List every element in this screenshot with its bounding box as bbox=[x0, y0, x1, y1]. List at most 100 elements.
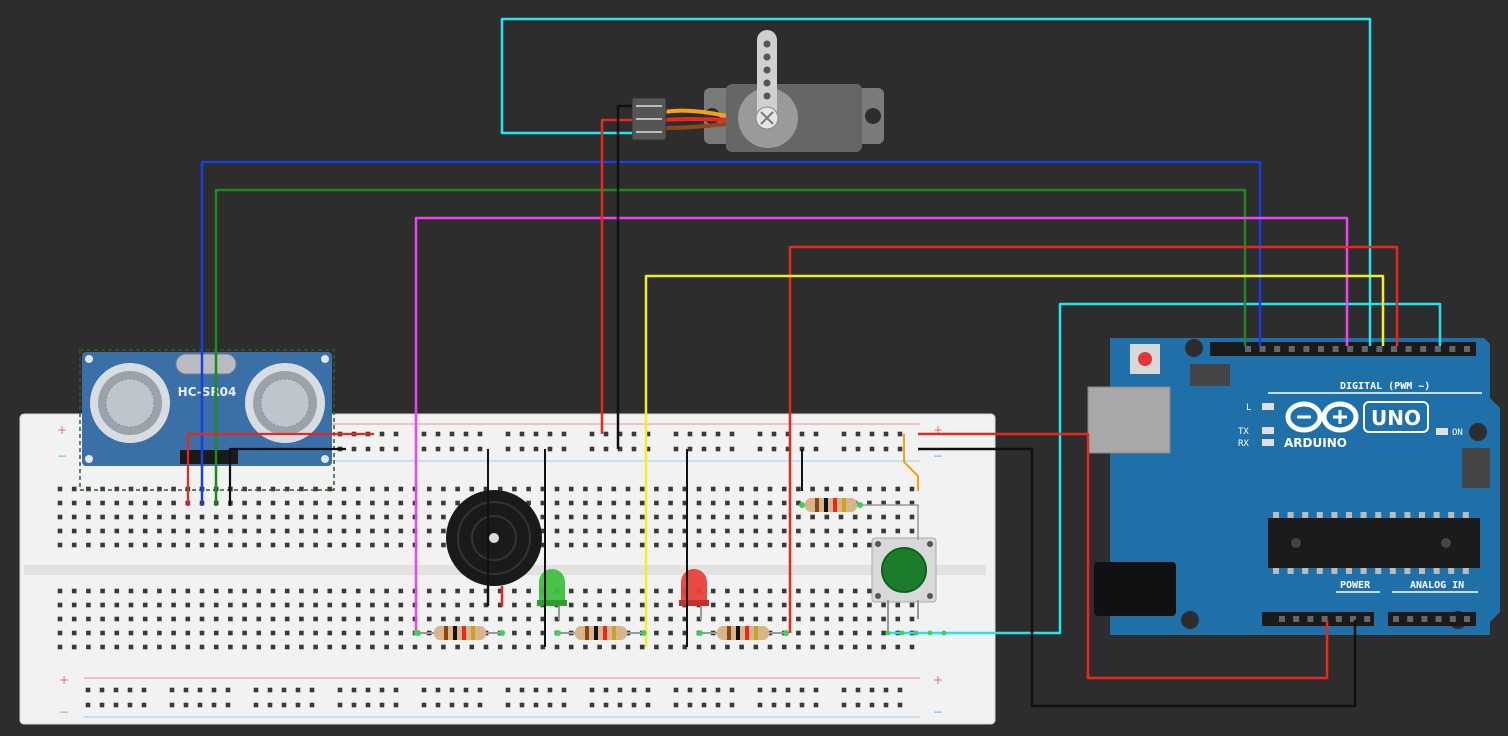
breadboard-hole bbox=[71, 514, 77, 520]
breadboard-hole bbox=[654, 644, 659, 650]
breadboard-hole bbox=[270, 486, 276, 492]
servo-motor[interactable] bbox=[631, 30, 884, 152]
rail-hole bbox=[505, 431, 511, 437]
rail-hole bbox=[435, 446, 441, 452]
breadboard-hole bbox=[639, 486, 645, 492]
rail-hole bbox=[673, 431, 679, 437]
breadboard-hole bbox=[696, 616, 702, 622]
breadboard-hole bbox=[810, 602, 815, 608]
breadboard-hole bbox=[256, 630, 262, 636]
breadboard-hole bbox=[625, 588, 631, 594]
breadboard-hole bbox=[86, 528, 91, 534]
plus-mark-bottom-left: + bbox=[59, 673, 69, 687]
breadboard-hole bbox=[157, 602, 162, 608]
breadboard-hole bbox=[355, 486, 361, 492]
breadboard-hole bbox=[682, 528, 688, 534]
breadboard-hole bbox=[256, 500, 262, 506]
breadboard-hole bbox=[597, 644, 602, 650]
analog-pin-socket bbox=[1435, 616, 1442, 622]
breadboard-hole bbox=[71, 616, 77, 622]
breadboard-hole bbox=[583, 500, 588, 506]
digital-label: DIGITAL (PWM ~) bbox=[1340, 381, 1430, 392]
wire-blue-sensor bbox=[200, 160, 1262, 506]
arduino-uno[interactable]: DIGITAL (PWM ~) POWER ANALOG IN UNO ARDU… bbox=[1087, 338, 1500, 635]
breadboard-hole bbox=[881, 528, 886, 534]
breadboard-hole bbox=[384, 602, 389, 608]
breadboard-hole bbox=[355, 514, 361, 520]
resistor-red-led-body bbox=[717, 626, 769, 640]
breadboard-hole bbox=[583, 644, 588, 650]
wire-red-servo bbox=[600, 118, 632, 434]
breadboard-hole bbox=[540, 500, 546, 506]
breadboard-hole bbox=[256, 514, 262, 520]
breadboard-hole bbox=[625, 602, 631, 608]
rail-hole bbox=[785, 702, 791, 708]
rail-hole bbox=[729, 446, 735, 452]
digital-pin-socket bbox=[1303, 346, 1310, 352]
rail-hole bbox=[729, 431, 735, 437]
rail-hole bbox=[127, 702, 133, 708]
breadboard-hole bbox=[171, 542, 176, 548]
breadboard-hole bbox=[142, 644, 148, 650]
reset-button-cap[interactable] bbox=[1138, 352, 1152, 366]
chip-pin bbox=[1360, 512, 1367, 518]
digital-pin-socket bbox=[1434, 346, 1441, 352]
pushbutton[interactable] bbox=[871, 537, 937, 603]
pushbutton-cap[interactable] bbox=[881, 547, 927, 593]
breadboard-hole bbox=[284, 602, 290, 608]
breadboard-hole bbox=[668, 486, 673, 492]
chip-pin bbox=[1287, 568, 1294, 574]
servo-horn[interactable] bbox=[757, 30, 777, 120]
breadboard-hole bbox=[284, 630, 290, 636]
rail-hole bbox=[253, 702, 259, 708]
rail-hole bbox=[281, 702, 287, 708]
sensor-label: HC-SR04 bbox=[178, 385, 237, 399]
breadboard-hole bbox=[242, 602, 247, 608]
on-led bbox=[1436, 428, 1448, 435]
breadboard-hole bbox=[398, 500, 404, 506]
resistor-green-led-band bbox=[612, 626, 616, 640]
breadboard-hole bbox=[568, 588, 574, 594]
breadboard-hole bbox=[710, 500, 716, 506]
breadboard-hole bbox=[781, 486, 787, 492]
breadboard-hole bbox=[668, 542, 673, 548]
pushbutton-corner bbox=[875, 541, 881, 547]
breadboard-hole bbox=[341, 514, 347, 520]
rail-hole bbox=[379, 431, 385, 437]
breadboard-hole bbox=[483, 588, 489, 594]
breadboard-hole bbox=[426, 644, 432, 650]
breadboard-hole bbox=[895, 616, 901, 622]
breadboard-hole bbox=[384, 528, 389, 534]
breadboard-hole bbox=[767, 514, 773, 520]
breadboard-hole bbox=[696, 528, 702, 534]
sensor-selection-box bbox=[79, 349, 335, 491]
breadboard-hole bbox=[725, 588, 730, 594]
breadboard-hole bbox=[838, 616, 844, 622]
breadboard-hole bbox=[568, 500, 574, 506]
breadboard-hole bbox=[114, 644, 120, 650]
breadboard-hole bbox=[554, 644, 560, 650]
breadboard-hole bbox=[810, 514, 815, 520]
breadboard-hole bbox=[384, 500, 389, 506]
breadboard-hole bbox=[469, 486, 475, 492]
rail-hole bbox=[267, 687, 273, 693]
breadboard-hole bbox=[867, 644, 872, 650]
breadboard-hole bbox=[299, 486, 304, 492]
breadboard-hole bbox=[682, 542, 688, 548]
ultrasonic-sensor[interactable]: HC-SR04 bbox=[79, 349, 335, 491]
breadboard-hole bbox=[242, 500, 247, 506]
breadboard-hole bbox=[199, 630, 205, 636]
breadboard-hole bbox=[142, 528, 148, 534]
breadboard-hole bbox=[441, 486, 446, 492]
breadboard-hole bbox=[299, 602, 304, 608]
rail-hole bbox=[813, 702, 819, 708]
green-led-rim bbox=[537, 600, 567, 606]
breadboard-hole bbox=[426, 528, 432, 534]
breadboard-hole bbox=[767, 542, 773, 548]
breadboard-hole bbox=[313, 528, 318, 534]
rail-hole bbox=[197, 702, 203, 708]
breadboard-hole bbox=[654, 514, 659, 520]
rail-hole bbox=[687, 431, 693, 437]
breadboard-hole bbox=[199, 542, 205, 548]
buzzer[interactable] bbox=[446, 490, 542, 606]
